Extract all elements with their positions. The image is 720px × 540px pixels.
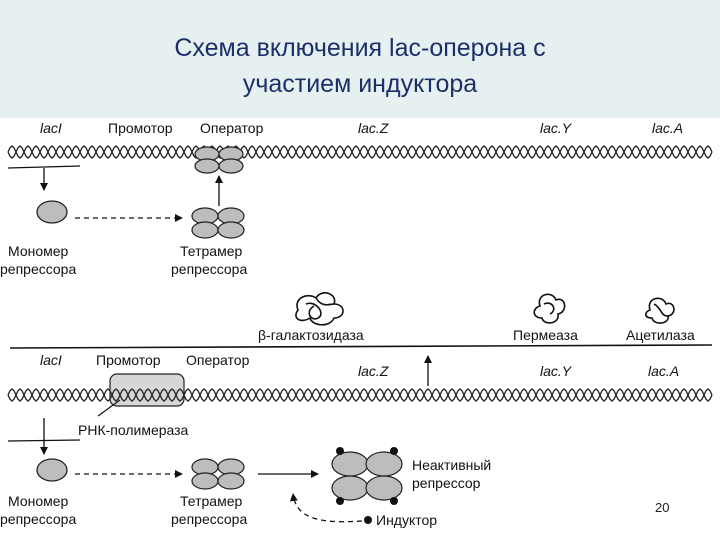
inactive-repressor-label-2: репрессор: [412, 475, 481, 491]
title-line-2: участием индуктора: [242, 70, 478, 98]
bottom-tetramer-label-2: репрессора: [171, 511, 247, 527]
slide-title: Схема включения lac-оперона с участием и…: [60, 30, 660, 102]
protein-products: β-галактозидаза Пермеаза Ацетилаза: [258, 292, 695, 343]
permease-label: Пермеаза: [513, 327, 578, 343]
inactive-repressor-label-1: Неактивный: [412, 457, 491, 473]
acetylase-blob: [644, 297, 675, 324]
bottom-gene-laca: lac.A: [648, 363, 679, 379]
top-gene-lacy: lac.Y: [540, 120, 573, 136]
bottom-gene-lacz: lac.Z: [358, 363, 389, 379]
inducer-label: Индуктор: [376, 512, 437, 528]
top-operator-label: Оператор: [200, 120, 264, 136]
title-banner: Схема включения lac-оперона с участием и…: [0, 0, 720, 120]
rna-polymerase-label: РНК-полимераза: [78, 422, 189, 438]
bound-inducer-dots: [336, 447, 398, 505]
bottom-dna-helix: [7, 388, 713, 402]
top-promoter-label: Промотор: [108, 120, 173, 136]
bottom-panel: lacI lac.Z lac.Y lac.A Промотор Оператор…: [0, 344, 713, 528]
top-monomer-label-2: репрессора: [0, 261, 76, 277]
bottom-gene-lacy: lac.Y: [540, 363, 573, 379]
top-gene-laca: lac.A: [652, 120, 683, 136]
bottom-polycistronic-mrna: [9, 344, 713, 349]
top-gene-laci: lacI: [40, 120, 62, 136]
bottom-monomer-label-1: Мономер: [8, 493, 69, 509]
galactosidase-blob: [295, 292, 344, 326]
top-tetramer-label-2: репрессора: [171, 261, 247, 277]
top-free-tetramer: [191, 207, 245, 239]
top-panel: lacI lac.Z lac.Y lac.A Промотор Оператор…: [0, 120, 713, 277]
permease-blob: [533, 293, 566, 324]
top-monomer-label-1: Мономер: [8, 243, 69, 259]
top-laci-mrna: [7, 165, 81, 169]
rna-polymerase-pointer: [97, 399, 121, 417]
slide-number: 20: [655, 500, 670, 515]
inducer-dashed-arrow: [289, 493, 363, 523]
bottom-tetramer-label-1: Тетрамер: [180, 493, 242, 509]
bottom-monomer-label-2: репрессора: [0, 511, 76, 527]
top-bound-tetramer: [194, 146, 244, 174]
galactosidase-label: β-галактозидаза: [258, 327, 364, 343]
acetylase-label: Ацетилаза: [626, 327, 695, 343]
bottom-gene-laci: lacI: [40, 352, 62, 368]
top-dna-helix: [7, 145, 713, 159]
bottom-monomer-shape: [36, 458, 68, 482]
bottom-promoter-label: Промотор: [96, 352, 161, 368]
top-monomer-shape: [36, 200, 68, 224]
top-gene-lacz: lac.Z: [358, 120, 389, 136]
top-dna-strand-b: [7, 145, 713, 159]
top-tetramer-label-1: Тетрамер: [180, 243, 242, 259]
bottom-free-tetramer: [191, 458, 245, 490]
bottom-dna-strand-b: [7, 388, 713, 402]
title-line-1: Схема включения lac-оперона с: [174, 34, 546, 62]
lac-operon-scheme: lacI lac.Z lac.Y lac.A Промотор Оператор…: [0, 118, 720, 540]
bottom-operator-label: Оператор: [186, 352, 250, 368]
inducer-dot: [364, 516, 372, 524]
inactive-repressor-shape: [331, 451, 403, 501]
